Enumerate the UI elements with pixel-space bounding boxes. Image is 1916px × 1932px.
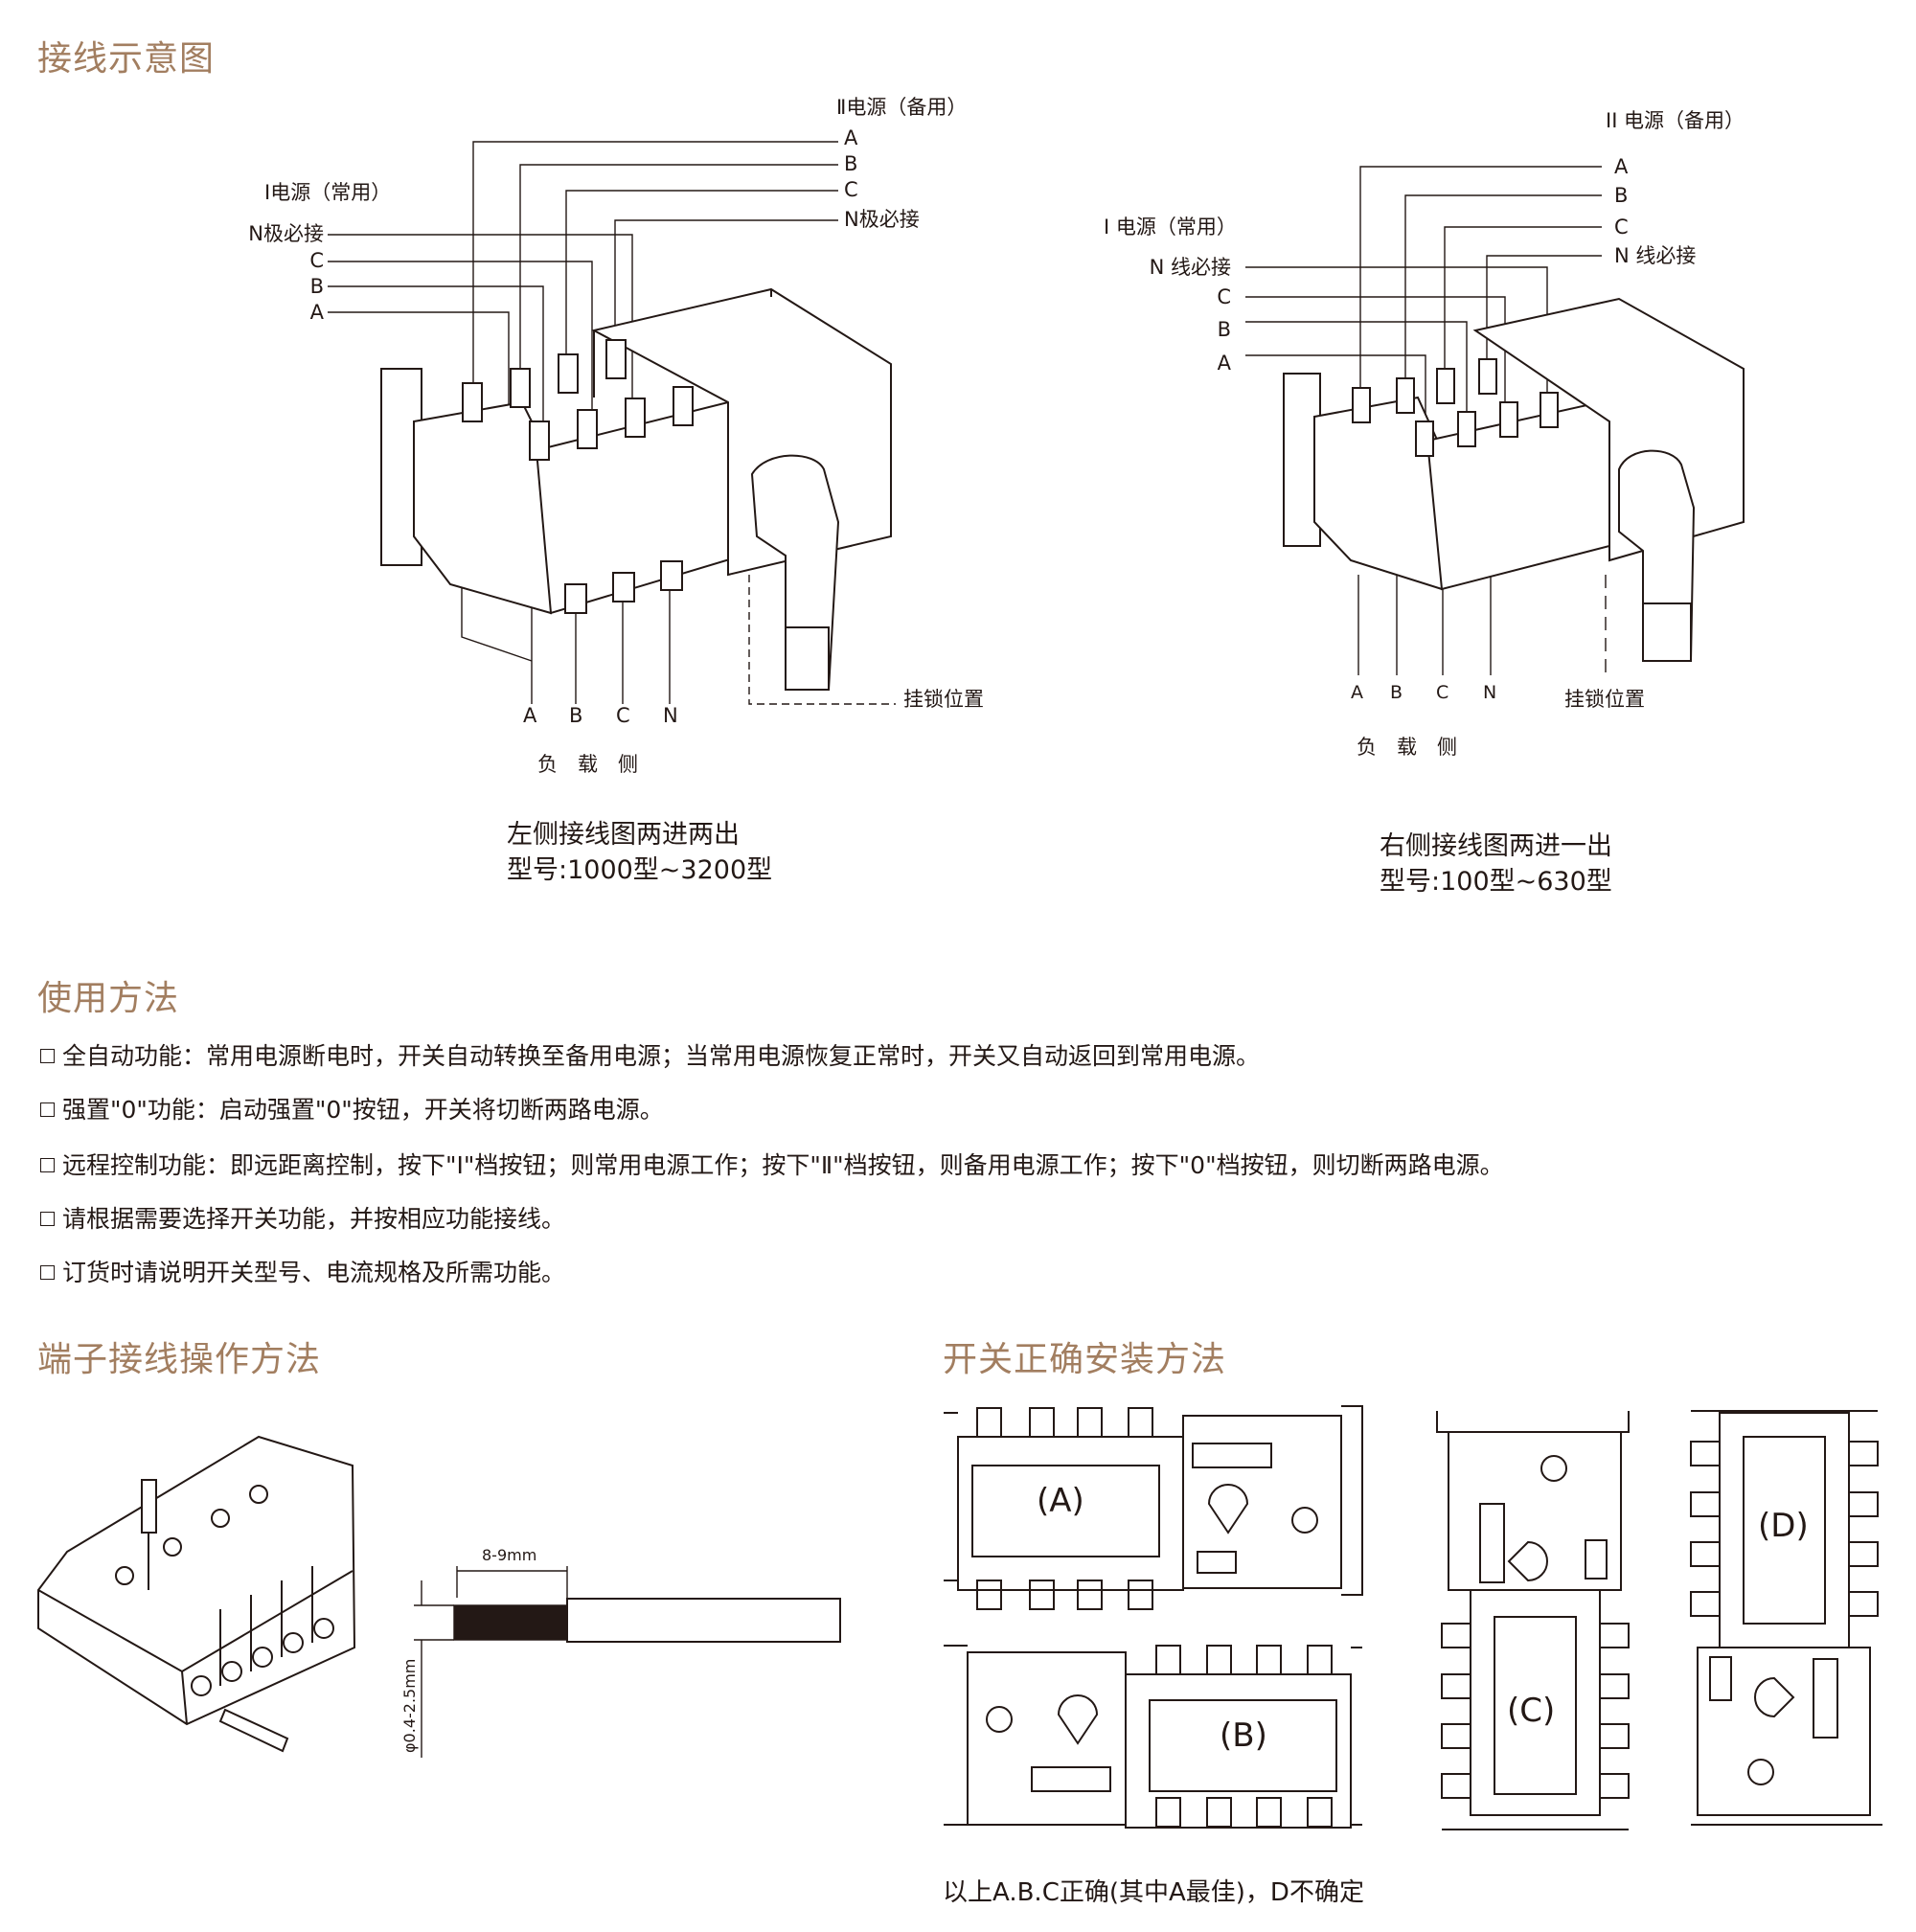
right-load-phase: A: [1351, 682, 1363, 703]
terminal-block-drawing: [37, 1435, 356, 1753]
right-source1-phase: C: [1217, 285, 1231, 308]
usage-item: 全自动功能：常用电源断电时，开关自动转换至备用电源；当常用电源恢复正常时，开关又…: [40, 1037, 1260, 1072]
left-source2-phase: N极必接: [844, 208, 920, 231]
right-source1-phase: B: [1217, 318, 1231, 341]
right-source2-label: II 电源（备用）: [1606, 109, 1745, 132]
left-source2-label: Ⅱ电源（备用）: [836, 96, 968, 119]
bullet-square-icon: [40, 1157, 55, 1172]
right-source1-label: I 电源（常用）: [1104, 216, 1237, 239]
right-source2-phase: C: [1614, 216, 1629, 239]
install-caption: 以上A.B.C正确(其中A最佳)，D不确定: [943, 1878, 1364, 1907]
left-leader-lines: [328, 141, 896, 705]
right-load-phase: B: [1390, 682, 1403, 703]
left-source2-phase: B: [844, 152, 858, 175]
left-lock-position-label: 挂锁位置: [903, 688, 984, 711]
strip-length-label: 8-9mm: [482, 1546, 537, 1564]
right-load-phase: C: [1436, 682, 1449, 703]
left-source1-phase: C: [309, 249, 324, 272]
left-source1-phase: A: [309, 301, 324, 324]
right-load-phase: N: [1483, 682, 1497, 703]
bullet-square-icon: [40, 1102, 55, 1117]
right-caption-line2: 型号:100型~630型: [1380, 867, 1612, 897]
right-lock-position-label: 挂锁位置: [1564, 688, 1645, 711]
bullet-square-icon: [40, 1048, 55, 1063]
section-title-usage: 使用方法: [37, 979, 180, 1018]
left-source1-phase: B: [309, 275, 324, 298]
left-load-phase: A: [523, 704, 537, 727]
usage-item: 订货时请说明开关型号、电流规格及所需功能。: [40, 1254, 565, 1288]
left-source1-label: Ⅰ电源（常用）: [264, 181, 392, 204]
right-caption-line1: 右侧接线图两进一出: [1380, 831, 1612, 861]
left-caption-line1: 左侧接线图两进两出: [507, 820, 740, 850]
left-source2-phase: A: [844, 126, 858, 149]
wire-diameter-label: φ0.4-2.5mm: [400, 1658, 419, 1753]
install-view-b-label: (B): [1220, 1716, 1267, 1755]
left-caption-line2: 型号:1000型~3200型: [507, 855, 773, 885]
left-load-side-label: 负 载 侧: [537, 753, 638, 776]
install-view-c-label: (C): [1507, 1692, 1556, 1730]
install-view-d: [1690, 1410, 1882, 1826]
install-view-a-label: (A): [1037, 1482, 1084, 1520]
left-source2-phase: C: [844, 178, 858, 201]
install-view-b: [944, 1645, 1362, 1829]
bullet-square-icon: [40, 1264, 55, 1280]
right-switch-drawing: [1283, 297, 1745, 662]
usage-item: 请根据需要选择开关功能，并按相应功能接线。: [40, 1200, 565, 1235]
right-load-side-label: 负 载 侧: [1357, 736, 1457, 759]
install-view-a: [944, 1405, 1363, 1610]
section-title-terminal: 端子接线操作方法: [37, 1340, 322, 1379]
right-source2-phase: B: [1614, 184, 1629, 207]
section-title-install: 开关正确安装方法: [943, 1340, 1227, 1379]
section-title-wiring: 接线示意图: [37, 39, 216, 79]
left-switch-drawing: [380, 287, 892, 691]
left-load-phase: N: [663, 704, 678, 727]
right-source1-phase: N 线必接: [1149, 256, 1231, 279]
left-source1-phase: N极必接: [248, 222, 324, 245]
right-leader-lines: [1245, 166, 1607, 675]
left-load-phase: C: [616, 704, 630, 727]
left-load-phase: B: [569, 704, 583, 727]
usage-item: 远程控制功能：即远距离控制，按下"Ⅰ"档按钮；则常用电源工作；按下"Ⅱ"档按钮，…: [40, 1147, 1504, 1181]
right-source2-phase: A: [1614, 155, 1629, 178]
wire-strip-drawing: [414, 1566, 841, 1758]
bullet-square-icon: [40, 1211, 55, 1226]
right-source1-phase: A: [1217, 352, 1231, 375]
install-view-d-label: (D): [1758, 1507, 1809, 1545]
right-source2-phase: N 线必接: [1614, 244, 1697, 267]
install-view-c: [1436, 1411, 1630, 1830]
usage-item: 强置"0"功能：启动强置"0"按钮，开关将切断两路电源。: [40, 1091, 664, 1125]
